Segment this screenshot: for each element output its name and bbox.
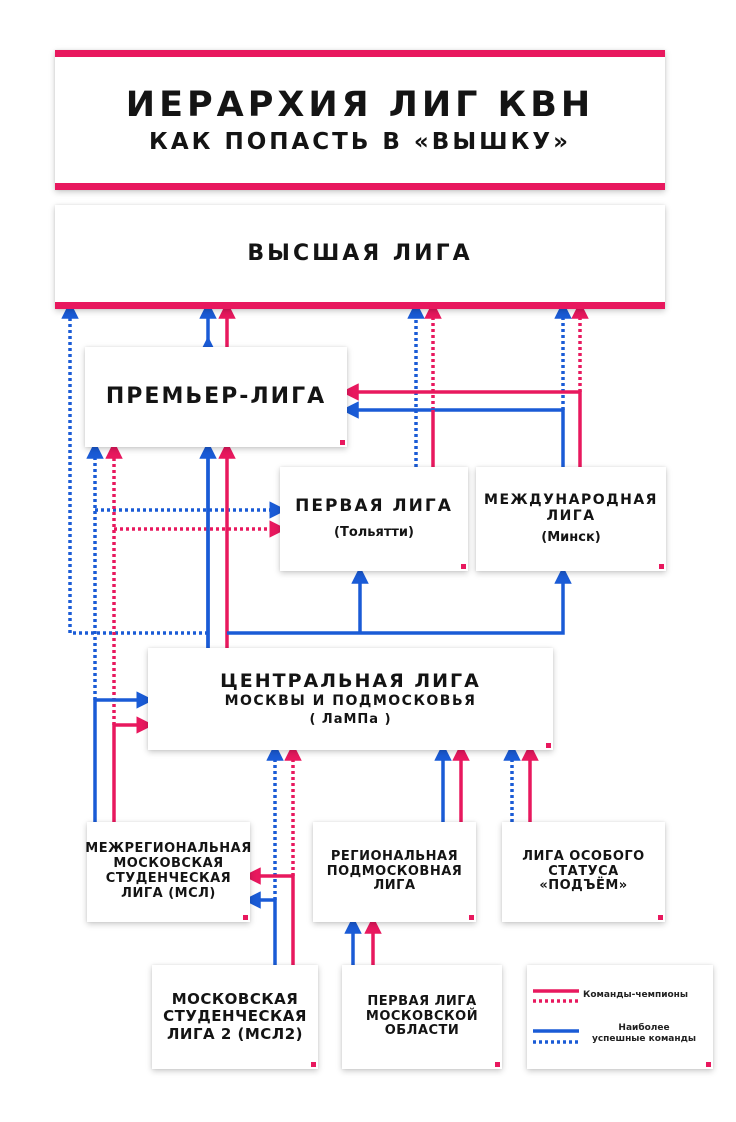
league-pervaya-mo-line3: ОБЛАСТИ: [384, 1023, 460, 1039]
legend-successful-line2: успешные команды: [591, 1033, 697, 1044]
league-osobogo: ЛИГА ОСОБОГО СТАТУСА «ПОДЪЁМ»: [502, 822, 665, 922]
league-pervaya-mo-line2: МОСКОВСКОЙ: [365, 1008, 479, 1024]
league-msl-line1: МЕЖРЕГИОНАЛЬНАЯ: [85, 841, 252, 857]
league-mezhdunarodnaya-city: (Минск): [541, 530, 601, 546]
arrow-blue-cl-to-fl-il: [227, 566, 572, 635]
league-msl2-line1: МОСКОВСКАЯ: [171, 990, 299, 1009]
arrow-pink-msl-to-cl: [112, 716, 154, 822]
title-line2: КАК ПОПАСТЬ В «ВЫШКУ»: [149, 128, 571, 155]
league-regional-line1: РЕГИОНАЛЬНАЯ: [330, 848, 459, 864]
corner-mark: [469, 915, 474, 920]
league-msl: МЕЖРЕГИОНАЛЬНАЯ МОСКОВСКАЯ СТУДЕНЧЕСКАЯ …: [85, 822, 252, 922]
league-pervaya-city: (Тольятти): [334, 524, 414, 540]
league-centralnaya: ЦЕНТРАЛЬНАЯ ЛИГА МОСКВЫ И ПОДМОСКОВЬЯ ( …: [148, 648, 553, 750]
corner-mark: [659, 564, 664, 569]
league-msl2-line2: СТУДЕНЧЕСКАЯ: [163, 1007, 307, 1026]
league-centralnaya-line2: МОСКВЫ И ПОДМОСКОВЬЯ: [224, 692, 477, 709]
league-msl2-line3: ЛИГА 2 (МСЛ2): [166, 1024, 304, 1043]
league-osobogo-line2: СТАТУСА: [548, 863, 619, 879]
arrow-blue-dotted-outer-to-vl: [61, 301, 208, 635]
league-premier: ПРЕМЬЕР-ЛИГА: [85, 347, 347, 447]
legend: Команды-чемпионы Наиболее успешные коман…: [527, 965, 713, 1069]
league-pervaya-mo-line1: ПЕРВАЯ ЛИГА: [367, 993, 477, 1009]
corner-mark: [340, 440, 345, 445]
corner-mark: [706, 1062, 711, 1067]
league-regional: РЕГИОНАЛЬНАЯ ПОДМОСКОВНАЯ ЛИГА: [313, 822, 476, 922]
league-msl2: МОСКОВСКАЯ СТУДЕНЧЕСКАЯ ЛИГА 2 (МСЛ2): [152, 965, 318, 1069]
corner-mark: [495, 1062, 500, 1067]
league-centralnaya-abbr: ( ЛаМПа ): [309, 711, 392, 727]
league-pervaya-mo: ПЕРВАЯ ЛИГА МОСКОВСКОЙ ОБЛАСТИ: [342, 965, 502, 1069]
league-mezhdunarodnaya-line2: ЛИГА: [546, 508, 596, 525]
league-centralnaya-line1: ЦЕНТРАЛЬНАЯ ЛИГА: [220, 669, 481, 692]
arrow-pink-msl2-to-msl: [243, 867, 295, 965]
league-msl-line4: ЛИГА (МСЛ): [121, 885, 216, 901]
corner-mark: [546, 743, 551, 748]
legend-successful-line1: Наиболее: [618, 1023, 670, 1033]
arrow-blue-msl-to-cl: [93, 691, 154, 822]
corner-mark: [461, 564, 466, 569]
legend-champions: Команды-чемпионы: [583, 990, 689, 1000]
corner-mark: [311, 1062, 316, 1067]
league-msl-line2: МОСКОВСКАЯ: [113, 856, 224, 872]
league-vysshaya-label: ВЫСШАЯ ЛИГА: [247, 240, 473, 266]
arrow-blue-msl2-to-msl: [243, 891, 277, 965]
legend-swatches: [533, 989, 579, 1044]
league-regional-line2: ПОДМОСКОВНАЯ: [326, 863, 463, 879]
legend-successful: Наиболее успешные команды: [589, 1023, 699, 1045]
title-box: ИЕРАРХИЯ ЛИГ КВН КАК ПОПАСТЬ В «ВЫШКУ»: [55, 50, 665, 190]
league-pervaya: ПЕРВАЯ ЛИГА (Тольятти): [280, 467, 468, 571]
arrow-pink-il-to-pl: [341, 383, 582, 467]
league-vysshaya: ВЫСШАЯ ЛИГА: [55, 205, 665, 309]
title-line1: ИЕРАРХИЯ ЛИГ КВН: [125, 84, 595, 125]
arrow-blue-il-to-pl: [341, 401, 565, 467]
league-osobogo-line3: «ПОДЪЁМ»: [539, 878, 628, 894]
league-mezhdunarodnaya-line1: МЕЖДУНАРОДНАЯ: [484, 492, 658, 509]
league-mezhdunarodnaya: МЕЖДУНАРОДНАЯ ЛИГА (Минск): [476, 467, 666, 571]
league-regional-line3: ЛИГА: [373, 878, 416, 894]
corner-mark: [243, 915, 248, 920]
league-osobogo-line1: ЛИГА ОСОБОГО: [522, 848, 645, 864]
league-premier-label: ПРЕМЬЕР-ЛИГА: [105, 384, 327, 410]
league-pervaya-label: ПЕРВАЯ ЛИГА: [295, 496, 453, 517]
league-msl-line3: СТУДЕНЧЕСКАЯ: [105, 871, 232, 886]
corner-mark: [658, 915, 663, 920]
